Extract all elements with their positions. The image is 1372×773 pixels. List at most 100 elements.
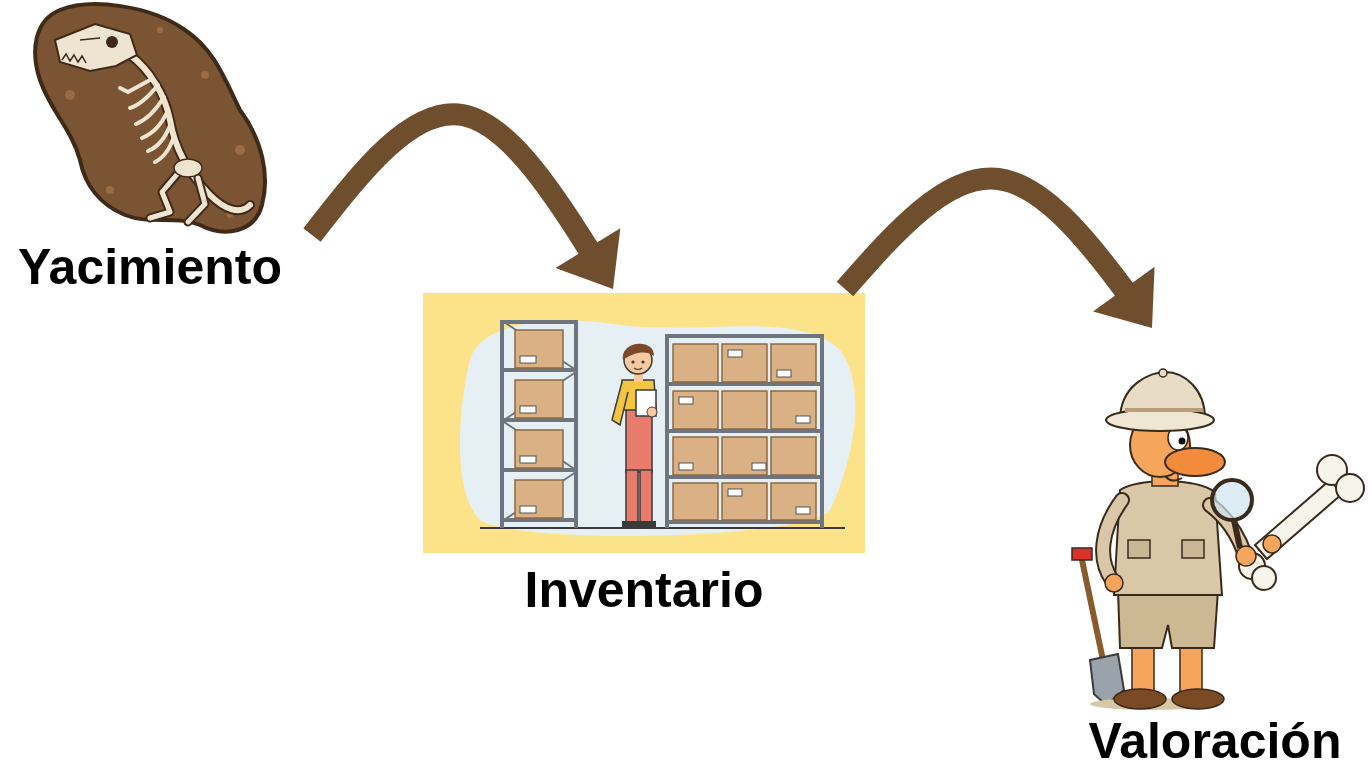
paleontologist-illustration-part xyxy=(1118,590,1218,648)
fossil-illustration-part xyxy=(174,159,202,177)
paleontologist-illustration-part xyxy=(1105,574,1123,592)
fossil-illustration-part xyxy=(130,55,250,210)
paleontologist-illustration-part xyxy=(1103,500,1122,580)
warehouse-illustration-part-part xyxy=(515,480,563,518)
warehouse-illustration-part xyxy=(500,320,578,528)
curved-arrow xyxy=(845,179,1155,328)
fossil-illustration-part xyxy=(235,145,245,155)
paleontologist-illustration-part xyxy=(1263,535,1281,553)
paleontologist-illustration-part xyxy=(1103,500,1122,580)
warehouse-illustration-part xyxy=(520,356,536,513)
warehouse-illustration-part-part xyxy=(500,320,504,528)
fossil-illustration-part xyxy=(106,186,114,194)
warehouse-illustration-part-part xyxy=(574,320,578,528)
arrow-head xyxy=(556,228,621,289)
fossil-illustration-part xyxy=(65,90,75,100)
arrow-head xyxy=(1093,267,1155,328)
warehouse-illustration-part-part xyxy=(612,382,628,425)
warehouse-illustration-part-part xyxy=(771,344,816,382)
paleontologist-illustration-part-part xyxy=(1255,480,1342,559)
fossil-illustration-part xyxy=(55,24,137,71)
fossil-illustration-part xyxy=(120,80,150,92)
illustrated-step: Inventario xyxy=(423,293,865,618)
warehouse-illustration-part-part xyxy=(520,356,536,363)
warehouse-illustration-part-part xyxy=(771,483,816,520)
warehouse-illustration-part-part xyxy=(500,320,578,324)
warehouse-illustration-part-part xyxy=(673,391,718,429)
warehouse-illustration-part-part xyxy=(515,330,563,368)
warehouse-illustration-part-part xyxy=(728,350,742,357)
step-label: Inventario xyxy=(525,563,764,618)
paleontologist-illustration-part xyxy=(1234,520,1240,548)
warehouse-illustration-part-part xyxy=(679,463,693,470)
paleontologist-illustration-part xyxy=(1128,540,1150,558)
warehouse-illustration-part-part xyxy=(622,521,639,528)
warehouse-illustration-part-part xyxy=(640,470,652,522)
paleontologist-illustration-part xyxy=(1182,540,1204,558)
warehouse-illustration-part xyxy=(423,293,865,553)
warehouse-illustration-part-part xyxy=(626,470,638,522)
warehouse-illustration-part-part xyxy=(722,391,767,429)
warehouse-illustration-part-part xyxy=(504,372,576,420)
paleontologist-illustration-part xyxy=(1165,476,1182,481)
paleontologist-illustration-part-part xyxy=(1252,566,1276,590)
warehouse-illustration-part-part xyxy=(777,370,791,377)
paleontologist-illustration-part xyxy=(1236,546,1256,566)
warehouse-illustration-part-part xyxy=(515,380,563,418)
paleontologist-illustration-part-part xyxy=(1336,474,1364,502)
fossil-illustration-part xyxy=(188,178,205,222)
illustrated-step: Valoración xyxy=(1062,330,1368,769)
warehouse-illustration-part-part xyxy=(623,344,654,360)
warehouse-illustration-part-part xyxy=(752,463,766,470)
paleontologist-illustration-part xyxy=(1179,438,1186,445)
fossil-illustration-part xyxy=(130,55,250,210)
warehouse-illustration-part-part xyxy=(634,368,642,370)
warehouse-illustration-part-part xyxy=(515,430,563,468)
fossil-illustration-part xyxy=(157,27,163,33)
paleontologist-illustration-part xyxy=(1165,448,1225,476)
warehouse-illustration-part-part xyxy=(771,391,816,429)
paleontologist-illustration-part xyxy=(1072,548,1092,560)
warehouse-illustration-part-part xyxy=(520,456,536,463)
fossil-illustration-part xyxy=(62,54,86,63)
warehouse-illustration-part xyxy=(515,330,563,518)
fossil-illustration-part-part xyxy=(136,97,164,124)
fossil-illustration-part-part xyxy=(155,136,174,162)
step-label: Valoración xyxy=(1089,714,1342,769)
fossil-illustration xyxy=(35,4,265,231)
warehouse-illustration-part-part xyxy=(647,407,657,417)
curved-arrow xyxy=(312,114,620,289)
warehouse-illustration-part xyxy=(460,321,855,536)
fossil-illustration-part xyxy=(201,71,209,79)
warehouse-illustration-part-part xyxy=(504,322,576,370)
fossil-illustration-part xyxy=(106,36,118,48)
paleontologist-illustration-part xyxy=(1172,689,1224,709)
paleontologist-illustration-part xyxy=(1106,409,1214,431)
warehouse-illustration-part xyxy=(679,350,810,514)
warehouse-illustration-part-part xyxy=(796,416,810,423)
warehouse-illustration-part-part xyxy=(504,472,576,520)
warehouse-illustration xyxy=(423,293,865,553)
warehouse-illustration-part-part xyxy=(722,344,767,382)
warehouse-illustration-part xyxy=(665,334,824,528)
warehouse-illustration-part-part xyxy=(673,437,718,475)
warehouse-illustration-part xyxy=(480,527,845,529)
warehouse-illustration-part-part xyxy=(679,397,693,404)
warehouse-illustration-part-part xyxy=(504,422,576,470)
fossil-illustration-part xyxy=(188,178,205,222)
fossil-illustration-part xyxy=(130,85,174,162)
warehouse-illustration-part-part xyxy=(641,360,644,363)
warehouse-illustration-part-part xyxy=(665,334,824,338)
warehouse-illustration-part-part xyxy=(639,521,656,528)
fossil-illustration-part xyxy=(35,4,265,231)
warehouse-illustration-part-part xyxy=(631,360,634,363)
step-label: Yacimiento xyxy=(18,240,282,295)
illustrated-step: Yacimiento xyxy=(0,0,300,295)
paleontologist-illustration-part xyxy=(1125,408,1203,412)
warehouse-illustration-part-part xyxy=(728,489,742,496)
warehouse-illustration-part-part xyxy=(520,406,536,413)
warehouse-illustration-part-part xyxy=(771,437,816,475)
